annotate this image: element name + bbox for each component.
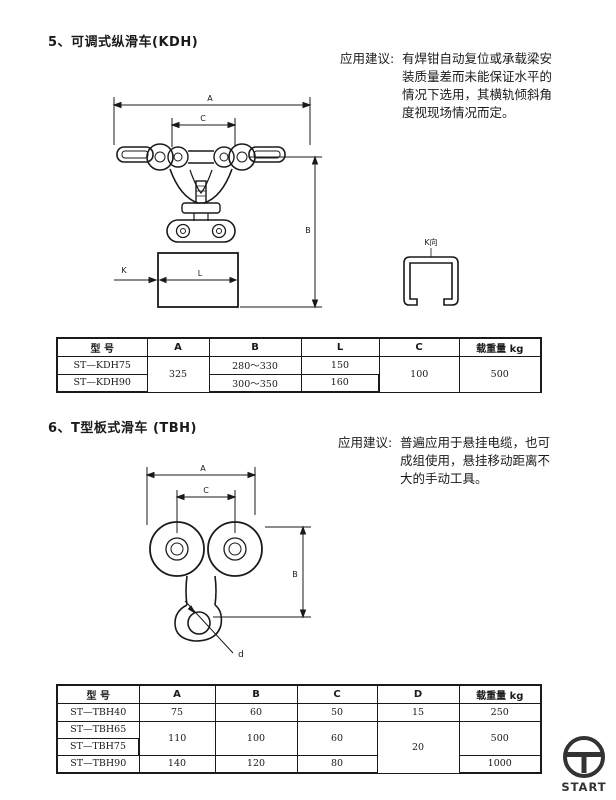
kdh-c-cell: 100 bbox=[378, 355, 460, 393]
tbh-header-c: C bbox=[296, 684, 378, 704]
start-logo: START bbox=[556, 735, 612, 795]
tbh-dim-b: B bbox=[292, 570, 298, 579]
section5-note: 应用建议: 有焊钳自动复位或承载梁安 装质量差而未能保证水平的 情况下选用，其横… bbox=[340, 50, 580, 130]
kdh-dim-k: K bbox=[121, 266, 127, 275]
kdh-b-cell: 300～350 bbox=[208, 373, 302, 393]
tbh-dim-a: A bbox=[200, 464, 206, 473]
tbh-a-cell: 140 bbox=[138, 754, 216, 774]
kdh-header-c: C bbox=[378, 337, 460, 357]
section6-note-line: 大的手动工具。 bbox=[400, 471, 488, 486]
tbh-model-cell: ST—TBH90 bbox=[56, 754, 140, 774]
kdh-model-cell: ST—KDH90 bbox=[56, 373, 148, 393]
tbh-spec-table: 型 号 A B C D 载重量 kg ST—TBH40 75 60 50 15 … bbox=[56, 684, 542, 774]
tbh-load-cell: 250 bbox=[458, 702, 542, 722]
tbh-header-model: 型 号 bbox=[56, 684, 140, 704]
kdh-header-b: B bbox=[208, 337, 302, 357]
tbh-a-cell: 110 bbox=[138, 720, 216, 756]
section5-note-line: 有焊钳自动复位或承载梁安 bbox=[402, 51, 553, 66]
table-row: ST—TBH65 110 100 60 20 500 bbox=[56, 720, 542, 774]
kdh-l-cell: 150 bbox=[300, 355, 380, 375]
tbh-model-cell: ST—TBH65 bbox=[56, 720, 140, 739]
start-logo-icon bbox=[563, 736, 605, 778]
tbh-c-cell: 50 bbox=[296, 702, 378, 722]
tbh-model-cell: ST—TBH40 bbox=[56, 702, 140, 722]
kdh-b-cell: 280～330 bbox=[208, 355, 302, 375]
section5-note-line: 情况下选用，其横轨倾斜角 bbox=[402, 87, 553, 102]
section6-title: 6、T型板式滑车 (TBH) bbox=[48, 421, 197, 436]
kdh-a-cell: 325 bbox=[146, 355, 210, 393]
tbh-dim-c: C bbox=[203, 486, 209, 495]
table-row: ST—KDH75 325 280～330 150 100 500 bbox=[56, 355, 542, 393]
section5-note-label: 应用建议: bbox=[340, 51, 395, 66]
section6-note-label: 应用建议: bbox=[338, 435, 393, 450]
tbh-d-cell: 20 bbox=[376, 720, 460, 774]
section6-note-line: 成组使用，悬挂移动距离不 bbox=[400, 453, 551, 468]
tbh-b-cell: 100 bbox=[214, 720, 298, 756]
start-logo-text: START bbox=[561, 780, 607, 794]
tbh-header-b: B bbox=[214, 684, 298, 704]
kdh-drawing: A C L K B bbox=[112, 94, 322, 309]
tbh-b-cell: 60 bbox=[214, 702, 298, 722]
table-row: ST—TBH90 140 120 80 1000 bbox=[56, 754, 542, 774]
tbh-load-cell: 1000 bbox=[458, 754, 542, 774]
table-row: ST—TBH40 75 60 50 15 250 bbox=[56, 702, 542, 722]
tbh-drawing: A C B d bbox=[145, 464, 311, 660]
kdh-header-model: 型 号 bbox=[56, 337, 148, 357]
tbh-c-cell: 80 bbox=[296, 754, 378, 774]
kdh-load-cell: 500 bbox=[458, 355, 542, 393]
kdh-model-cell: ST—KDH75 bbox=[56, 355, 148, 375]
section6-note-line: 普遍应用于悬挂电缆，也可 bbox=[400, 435, 551, 450]
kdh-header-load: 载重量 kg bbox=[458, 337, 542, 357]
tbh-a-cell: 75 bbox=[138, 702, 216, 722]
tbh-model-cell: ST—TBH75 bbox=[56, 737, 140, 756]
kdh-header-a: A bbox=[146, 337, 210, 357]
tbh-header-load: 载重量 kg bbox=[458, 684, 542, 704]
k-view-label: K向 bbox=[424, 237, 437, 247]
tbh-d-cell: 15 bbox=[376, 702, 460, 722]
tbh-b-cell: 120 bbox=[214, 754, 298, 774]
section6-note: 应用建议: 普遍应用于悬挂电缆，也可 成组使用，悬挂移动距离不 大的手动工具。 bbox=[338, 434, 578, 494]
k-view-rail-profile: K向 bbox=[403, 237, 459, 306]
section5-note-line: 度视现场情况而定。 bbox=[402, 105, 515, 120]
section5-title: 5、可调式纵滑车(KDH) bbox=[48, 35, 199, 50]
section5-note-line: 装质量差而未能保证水平的 bbox=[402, 69, 553, 84]
kdh-l-cell: 160 bbox=[300, 373, 380, 393]
kdh-dim-a: A bbox=[207, 94, 213, 103]
tbh-dim-d: d bbox=[238, 650, 244, 660]
kdh-dim-c: C bbox=[200, 114, 206, 123]
kdh-dim-b: B bbox=[305, 226, 311, 235]
tbh-c-cell: 60 bbox=[296, 720, 378, 756]
kdh-dim-l: L bbox=[198, 269, 203, 278]
table-row: ST—KDH90 300～350 160 bbox=[56, 373, 541, 393]
tbh-header-d: D bbox=[376, 684, 460, 704]
kdh-spec-table: 型 号 A B L C 载重量 kg ST—KDH75 325 280～330 … bbox=[56, 337, 542, 393]
tbh-load-cell: 500 bbox=[458, 720, 542, 756]
kdh-header-l: L bbox=[300, 337, 380, 357]
tbh-header-a: A bbox=[138, 684, 216, 704]
